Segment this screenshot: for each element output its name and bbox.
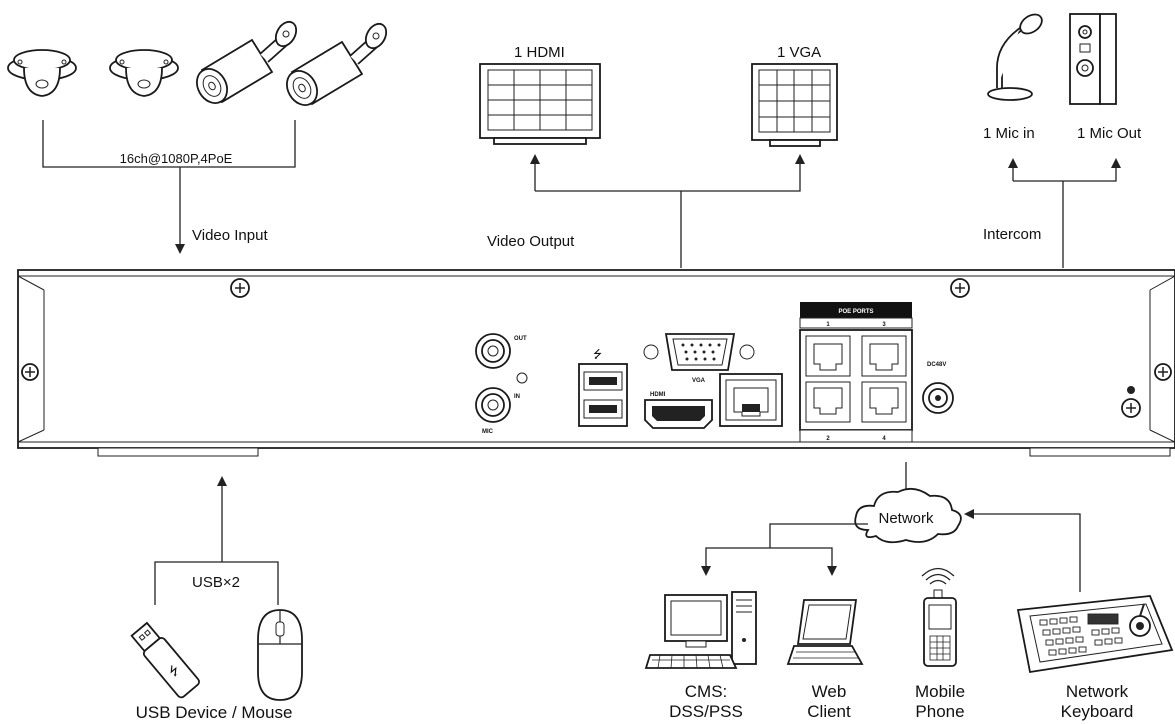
speaker-icon — [1069, 13, 1117, 105]
dome-camera-icon — [109, 49, 179, 97]
audio-in-port-label: IN — [514, 394, 520, 400]
mouse-icon — [257, 609, 303, 701]
video-input-label: Video Input — [192, 227, 268, 244]
web-client-label-line1: Web — [812, 682, 847, 701]
mobile-phone-icon — [921, 567, 957, 667]
poe-port-icon — [805, 381, 851, 423]
hdmi-port-icon — [644, 399, 713, 429]
vga-port-label: VGA — [692, 378, 706, 384]
usb-port-icon: ⭍ — [578, 348, 628, 427]
poe-port-4-label: 4 — [882, 436, 886, 442]
hdmi-label: 1 HDMI — [514, 44, 565, 61]
cms-label-line1: CMS: — [685, 682, 728, 701]
poe-ports-block: POE PORTS 1 3 2 4 — [799, 302, 913, 443]
screw-icon — [230, 278, 250, 298]
power-jack-icon — [922, 382, 954, 414]
audio-out-port-label: OUT — [514, 336, 527, 342]
usb-label: USB×2 — [192, 574, 240, 591]
usb-flash-drive-icon: ⭍ — [130, 621, 200, 699]
poe-port-icon — [861, 381, 907, 423]
web-client-label-line2: Client — [807, 702, 851, 721]
network-label: Network — [878, 510, 934, 527]
dome-camera-icon — [7, 49, 77, 97]
vga-label: 1 VGA — [777, 44, 821, 61]
cms-label-line2: DSS/PSS — [669, 702, 743, 721]
network-keyboard-label-line2: Keyboard — [1061, 702, 1134, 721]
screw-icon — [950, 278, 970, 298]
intercom-label: Intercom — [983, 226, 1041, 243]
mobile-phone-label-line2: Phone — [915, 702, 964, 721]
mobile-phone-label-line1: Mobile — [915, 682, 965, 701]
mic-in-jack — [475, 387, 511, 423]
nvr-rear-panel: OUT IN MIC ⭍ — [17, 269, 1175, 457]
camera-spec-label: 16ch@1080P,4PoE — [120, 151, 233, 166]
mic-out-label: 1 Mic Out — [1077, 125, 1142, 142]
desktop-computer-icon — [644, 591, 757, 669]
ground-screw-icon — [1121, 386, 1141, 418]
mic-in-label: 1 Mic in — [983, 125, 1035, 142]
laptop-icon — [786, 599, 864, 665]
svg-text:⭍: ⭍ — [593, 348, 602, 361]
microphone-icon — [987, 13, 1043, 101]
hdmi-port-label: HDMI — [650, 392, 666, 398]
hdmi-monitor-icon — [479, 63, 601, 145]
network-keyboard-icon — [1016, 595, 1174, 674]
poe-port-3-label: 3 — [882, 322, 886, 328]
poe-port-1-label: 1 — [826, 322, 830, 328]
poe-port-2-label: 2 — [826, 436, 830, 442]
vga-port-icon — [643, 333, 755, 371]
poe-port-icon — [861, 335, 907, 377]
bullet-camera-icon — [286, 22, 388, 106]
usb-devices-label: USB Device / Mouse — [136, 703, 293, 722]
camera-bracket — [42, 120, 296, 168]
poe-ports-header: POE PORTS — [838, 309, 873, 315]
screw-icon — [21, 363, 39, 381]
bullet-camera-icon — [196, 20, 298, 104]
vga-monitor-icon — [751, 63, 838, 147]
mic-port-label: MIC — [482, 429, 494, 435]
network-keyboard-label-line1: Network — [1066, 682, 1129, 701]
poe-port-icon — [805, 335, 851, 377]
cloud-icon — [854, 487, 962, 544]
screw-icon — [1154, 363, 1172, 381]
power-port-label: DC48V — [927, 362, 946, 368]
camera-group — [7, 20, 388, 106]
lan-port-icon — [719, 373, 783, 427]
video-output-label: Video Output — [487, 233, 575, 250]
audio-out-jack — [475, 333, 511, 369]
